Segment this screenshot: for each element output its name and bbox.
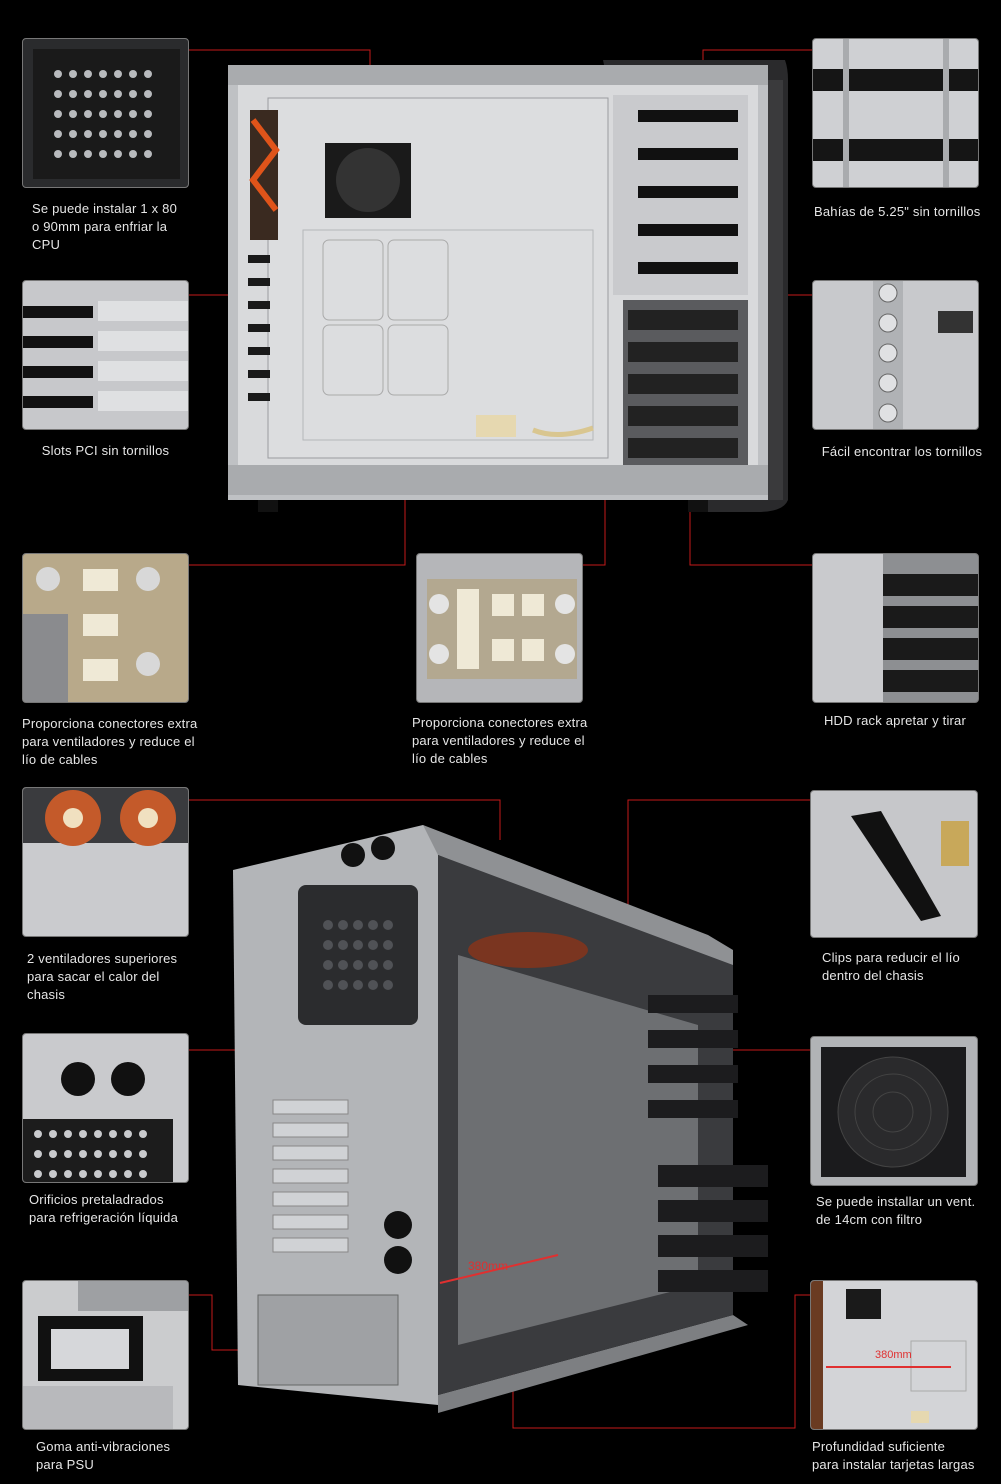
- caption-fan-board-mid: Proporciona conectores extra para ventil…: [412, 715, 588, 766]
- thumb-fan14: [810, 1036, 978, 1186]
- main-depth-label: 380mm: [468, 1259, 508, 1273]
- thumb-psu: [22, 1280, 189, 1430]
- case-side-photo: [228, 60, 788, 515]
- thumb-depth: 380mm: [810, 1280, 978, 1430]
- caption-water: Orificios pretaladrados para refrigeraci…: [29, 1192, 179, 1225]
- caption-pci: Slots PCI sin tornillos: [41, 443, 170, 458]
- caption-depth: Profundidad suficiente para instalar tar…: [812, 1439, 975, 1472]
- caption-hdd: HDD rack apretar y tirar: [823, 713, 967, 728]
- thumb-top-fans: [22, 787, 189, 937]
- caption-top-fans: 2 ventiladores superiores para sacar el …: [27, 951, 178, 1002]
- case-rear-photo: 380mm: [228, 815, 788, 1415]
- caption-psu: Goma anti-vibraciones para PSU: [36, 1439, 171, 1472]
- thumb-depth-label: 380mm: [875, 1349, 912, 1361]
- thumb-screws: [812, 280, 979, 430]
- thumb-bays: [812, 38, 979, 188]
- thumb-fan-board-left: [22, 553, 189, 703]
- caption-clips: Clips para reducir el lío dentro del cha…: [822, 950, 960, 983]
- caption-fan14: Se puede installar un vent. de 14cm con …: [816, 1194, 976, 1227]
- thumb-fan-board-mid: [416, 553, 583, 703]
- thumb-hdd: [812, 553, 979, 703]
- caption-cpu-fan: Se puede instalar 1 x 80 o 90mm para enf…: [32, 201, 178, 252]
- caption-fan-board-left: Proporciona conectores extra para ventil…: [22, 716, 198, 767]
- thumb-pci: [22, 280, 189, 430]
- thumb-water: [22, 1033, 189, 1183]
- thumb-cpu-fan: [22, 38, 189, 188]
- caption-bays: Bahías de 5.25" sin tornillos: [814, 204, 981, 219]
- thumb-clips: [810, 790, 978, 938]
- caption-screws: Fácil encontrar los tornillos: [821, 444, 983, 459]
